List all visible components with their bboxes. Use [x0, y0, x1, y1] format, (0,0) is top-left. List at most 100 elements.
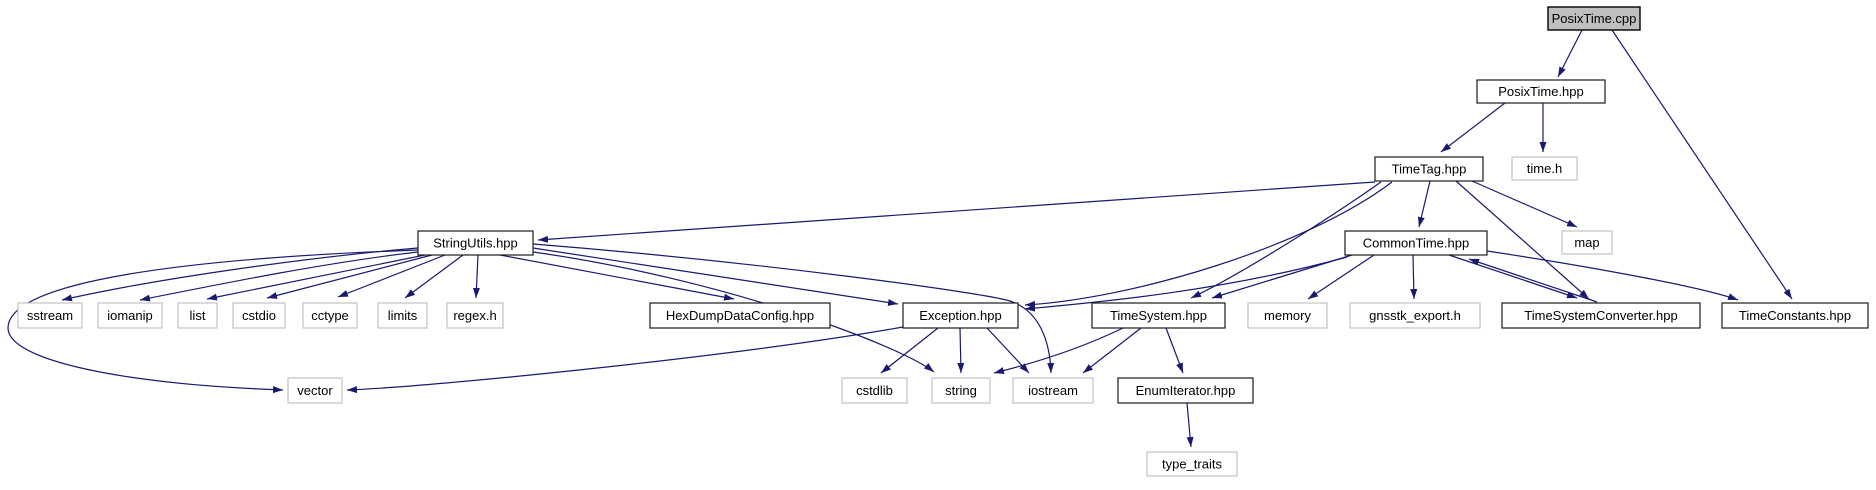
node-box-map — [1561, 230, 1613, 255]
node-box-timesystem_hpp — [1091, 302, 1226, 329]
node-box-limits — [377, 302, 428, 329]
node-label-timetag_hpp: TimeTag.hpp — [1392, 162, 1467, 177]
edge-stringutils_hpp-to-list — [206, 254, 426, 301]
node-box-memory — [1247, 302, 1328, 329]
node-box-vector — [287, 377, 343, 404]
node-box-exception_hpp — [902, 302, 1019, 329]
node-box-type_traits — [1146, 451, 1238, 477]
node-timeconstants_hpp[interactable]: TimeConstants.hpp — [1721, 302, 1869, 329]
node-box-cctype — [302, 302, 358, 329]
node-gnsstk_export_h: gnsstk_export.h — [1349, 302, 1481, 329]
node-cstdlib: cstdlib — [841, 377, 908, 404]
node-label-enumiterator_hpp: EnumIterator.hpp — [1136, 383, 1236, 398]
edge-stringutils_hpp-to-vector — [7, 249, 419, 394]
node-posixtime_hpp[interactable]: PosixTime.hpp — [1476, 79, 1606, 104]
edge-stringutils_hpp-to-regex_h — [472, 254, 480, 299]
edge-timesystem_hpp-to-enumiterator_hpp — [1165, 327, 1184, 374]
node-iomanip: iomanip — [97, 302, 163, 329]
node-cstdio: cstdio — [232, 302, 286, 329]
node-box-tsc_hpp — [1501, 302, 1701, 329]
node-box-timeconstants_hpp — [1721, 302, 1869, 329]
edge-commontime_hpp-to-tsc_hpp — [1448, 254, 1578, 299]
node-label-gnsstk_export_h: gnsstk_export.h — [1369, 308, 1461, 323]
node-sstream: sstream — [17, 302, 83, 329]
node-box-iostream — [1012, 377, 1094, 404]
edge-commontime_hpp-to-exception_hpp — [1024, 256, 1348, 312]
node-timesystem_hpp[interactable]: TimeSystem.hpp — [1091, 302, 1226, 329]
node-label-iostream: iostream — [1028, 383, 1078, 398]
node-label-stringutils_hpp: StringUtils.hpp — [433, 236, 518, 251]
edge-exception_hpp-to-vector — [346, 326, 904, 394]
node-label-posixtime_hpp: PosixTime.hpp — [1498, 84, 1584, 99]
node-label-posixtime_cpp: PosixTime.cpp — [1552, 11, 1637, 26]
edge-exception_hpp-to-iostream — [986, 327, 1030, 374]
node-type_traits: type_traits — [1146, 451, 1238, 477]
node-label-timeconstants_hpp: TimeConstants.hpp — [1739, 308, 1851, 323]
edge-stringutils_hpp-to-cstdio — [266, 254, 433, 299]
node-label-hexdump_hpp: HexDumpDataConfig.hpp — [666, 308, 814, 323]
node-cctype: cctype — [302, 302, 358, 329]
edge-posixtime_cpp-to-posixtime_hpp — [1557, 29, 1583, 78]
edge-tsc_hpp-to-commontime_hpp — [1468, 258, 1598, 303]
node-label-type_traits: type_traits — [1162, 457, 1222, 472]
edge-commontime_hpp-to-memory — [1307, 254, 1375, 300]
edge-commontime_hpp-to-gnsstk_export_h — [1410, 254, 1418, 300]
edge-stringutils_hpp-to-hexdump_hpp — [499, 254, 735, 301]
node-label-sstream: sstream — [27, 308, 73, 323]
node-tsc_hpp[interactable]: TimeSystemConverter.hpp — [1501, 302, 1701, 329]
node-stringutils_hpp[interactable]: StringUtils.hpp — [417, 230, 534, 256]
edge-enumiterator_hpp-to-type_traits — [1186, 402, 1194, 448]
node-box-list — [177, 302, 218, 329]
edge-timesystem_hpp-to-string — [993, 327, 1124, 374]
node-exception_hpp[interactable]: Exception.hpp — [902, 302, 1019, 329]
node-box-timetag_hpp — [1374, 156, 1484, 182]
edge-timetag_hpp-to-commontime_hpp — [1417, 180, 1431, 228]
node-hexdump_hpp[interactable]: HexDumpDataConfig.hpp — [649, 302, 831, 329]
edge-timetag_hpp-to-exception_hpp — [1024, 181, 1393, 308]
node-label-timesystem_hpp: TimeSystem.hpp — [1110, 308, 1207, 323]
node-label-string: string — [945, 383, 977, 398]
node-label-memory: memory — [1264, 308, 1311, 323]
node-label-iomanip: iomanip — [107, 308, 153, 323]
edge-timesystem_hpp-to-iostream — [1082, 327, 1142, 374]
node-box-string — [931, 377, 991, 404]
node-vector: vector — [287, 377, 343, 404]
node-box-posixtime_cpp — [1547, 6, 1641, 31]
node-box-sstream — [17, 302, 83, 329]
node-list: list — [177, 302, 218, 329]
node-timetag_hpp[interactable]: TimeTag.hpp — [1374, 156, 1484, 182]
node-box-posixtime_hpp — [1476, 79, 1606, 104]
edge-stringutils_hpp-to-exception_hpp — [532, 247, 899, 306]
node-posixtime_cpp: PosixTime.cpp — [1547, 6, 1641, 31]
node-box-enumiterator_hpp — [1117, 377, 1254, 404]
node-label-regex_h: regex.h — [453, 308, 496, 323]
edge-exception_hpp-to-cstdlib — [880, 327, 939, 374]
node-enumiterator_hpp[interactable]: EnumIterator.hpp — [1117, 377, 1254, 404]
node-regex_h: regex.h — [446, 302, 504, 329]
node-box-iomanip — [97, 302, 163, 329]
node-box-cstdlib — [841, 377, 908, 404]
node-label-list: list — [190, 308, 206, 323]
node-memory: memory — [1247, 302, 1328, 329]
node-label-cstdio: cstdio — [242, 308, 276, 323]
node-box-hexdump_hpp — [649, 302, 831, 329]
node-label-exception_hpp: Exception.hpp — [919, 308, 1001, 323]
node-label-vector: vector — [297, 383, 333, 398]
edge-posixtime_cpp-to-timeconstants_hpp — [1611, 29, 1793, 300]
edge-stringutils_hpp-to-iomanip — [139, 251, 419, 302]
edge-stringutils_hpp-to-iostream — [532, 243, 1055, 374]
edge-timetag_hpp-to-tsc_hpp — [1455, 180, 1590, 300]
node-label-limits: limits — [388, 308, 418, 323]
node-label-cctype: cctype — [311, 308, 349, 323]
node-label-cstdlib: cstdlib — [856, 383, 893, 398]
node-iostream: iostream — [1012, 377, 1094, 404]
node-string: string — [931, 377, 991, 404]
node-time_h: time.h — [1511, 156, 1578, 181]
node-commontime_hpp[interactable]: CommonTime.hpp — [1344, 230, 1488, 256]
node-label-map: map — [1574, 235, 1599, 250]
edge-stringutils_hpp-to-limits — [404, 254, 464, 299]
node-label-commontime_hpp: CommonTime.hpp — [1363, 236, 1469, 251]
node-label-time_h: time.h — [1527, 161, 1562, 176]
